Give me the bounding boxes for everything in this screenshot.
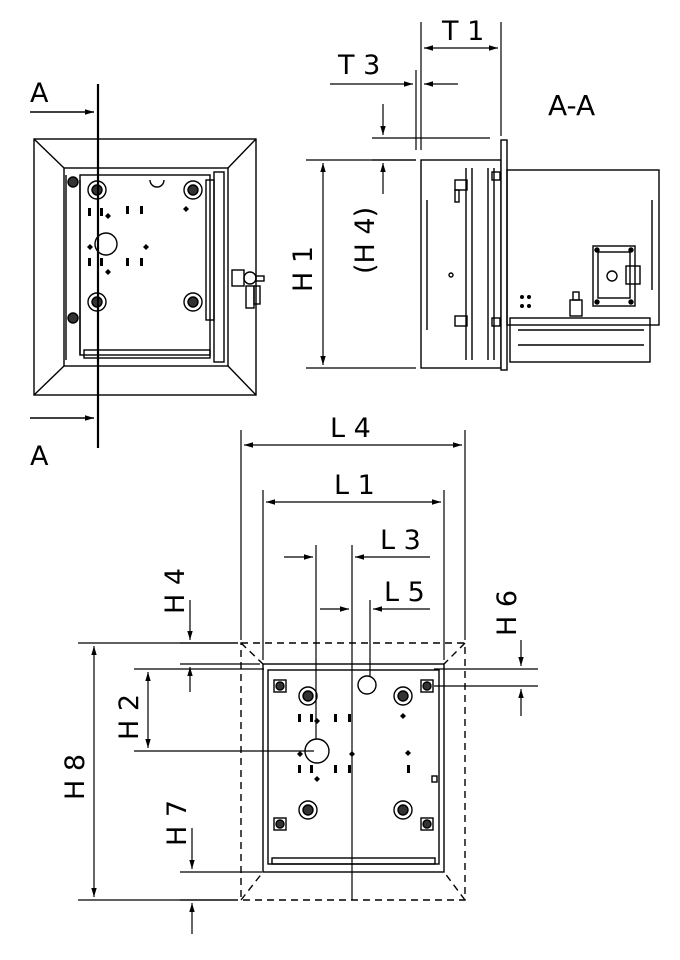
dim-label-h2: H 2 — [114, 694, 145, 740]
section-lock-icon — [592, 245, 641, 307]
front-mounting-holes — [67, 176, 203, 324]
dim-h6 — [434, 640, 538, 716]
dim-label-h4-ref: (H 4) — [350, 207, 381, 274]
section-marker-top: A — [30, 78, 49, 109]
section-flange — [500, 139, 508, 371]
dim-h2 — [134, 668, 314, 752]
plan-view — [240, 642, 466, 901]
dim-t1 — [420, 22, 502, 150]
front-frame-outer — [33, 138, 257, 396]
dim-label-l3: L 3 — [380, 525, 421, 556]
section-title: A-A — [548, 89, 595, 122]
plan-box — [262, 663, 445, 873]
dim-label-h7: H 7 — [162, 800, 193, 846]
section-door — [506, 169, 660, 326]
dim-label-t3: T 3 — [337, 50, 380, 81]
front-frame-inner — [63, 167, 229, 367]
dim-l5 — [320, 600, 430, 676]
plan-mounting-holes — [273, 679, 434, 831]
front-box — [79, 174, 211, 356]
front-center-hole — [94, 232, 118, 256]
dim-h8 — [78, 642, 238, 901]
section-view — [420, 139, 660, 371]
dim-label-t1: T 1 — [441, 16, 484, 47]
dim-t3 — [330, 70, 458, 150]
section-line-a — [30, 84, 100, 448]
plan-outer-dashed — [240, 642, 466, 901]
dim-label-h8: H 8 — [60, 754, 91, 800]
dim-label-l5: L 5 — [384, 577, 425, 608]
key-lock-icon — [231, 269, 265, 309]
dim-h7 — [180, 828, 262, 934]
dim-label-l1: L 1 — [334, 470, 375, 501]
dim-label-l4: L 4 — [330, 413, 371, 444]
dim-label-h1: H 1 — [288, 246, 319, 292]
dim-l3 — [284, 545, 430, 900]
dim-l1 — [262, 490, 445, 660]
dim-l4 — [240, 430, 466, 640]
section-box — [420, 159, 502, 369]
dim-h4 — [180, 600, 260, 692]
section-latch — [569, 291, 583, 317]
dim-label-h6: H 6 — [492, 590, 523, 636]
plan-top-hole — [357, 675, 377, 695]
dim-h4-ref — [372, 104, 490, 194]
front-view — [33, 138, 265, 396]
section-marker-bottom: A — [30, 441, 49, 472]
dim-label-h4: H 4 — [160, 568, 191, 614]
